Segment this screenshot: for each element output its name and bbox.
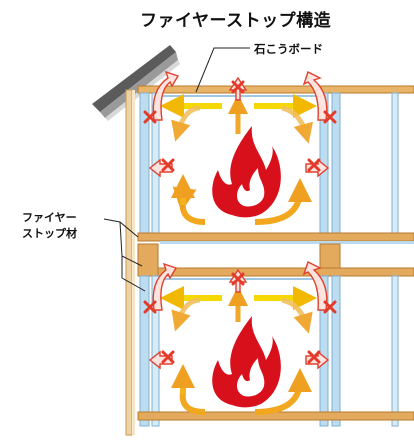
firestop-label-line1: ファイヤー (22, 211, 77, 224)
diagram-title: ファイヤーストップ構造 (140, 11, 332, 31)
exterior-sheathing (125, 89, 133, 436)
x-marks-upper (143, 80, 337, 172)
upper-room-flow (160, 94, 317, 225)
upper-studs (139, 92, 399, 234)
gypsum-pointer (195, 47, 250, 93)
x-marks-lower (143, 272, 337, 364)
flame-icon (212, 126, 281, 218)
floor-structure (137, 232, 414, 277)
lower-room-flow (160, 286, 317, 415)
gypsum-board-label: 石こうボード (254, 42, 323, 56)
firestop-label-line2: ストップ材 (22, 227, 77, 240)
firestop-label: ファイヤー ストップ材 (22, 210, 77, 242)
firestop-block (137, 243, 159, 277)
lower-studs (139, 275, 399, 427)
top-plate (137, 85, 414, 94)
flame-icon (212, 316, 281, 408)
firestop-pointer (103, 218, 146, 292)
bottom-plate (137, 411, 414, 421)
